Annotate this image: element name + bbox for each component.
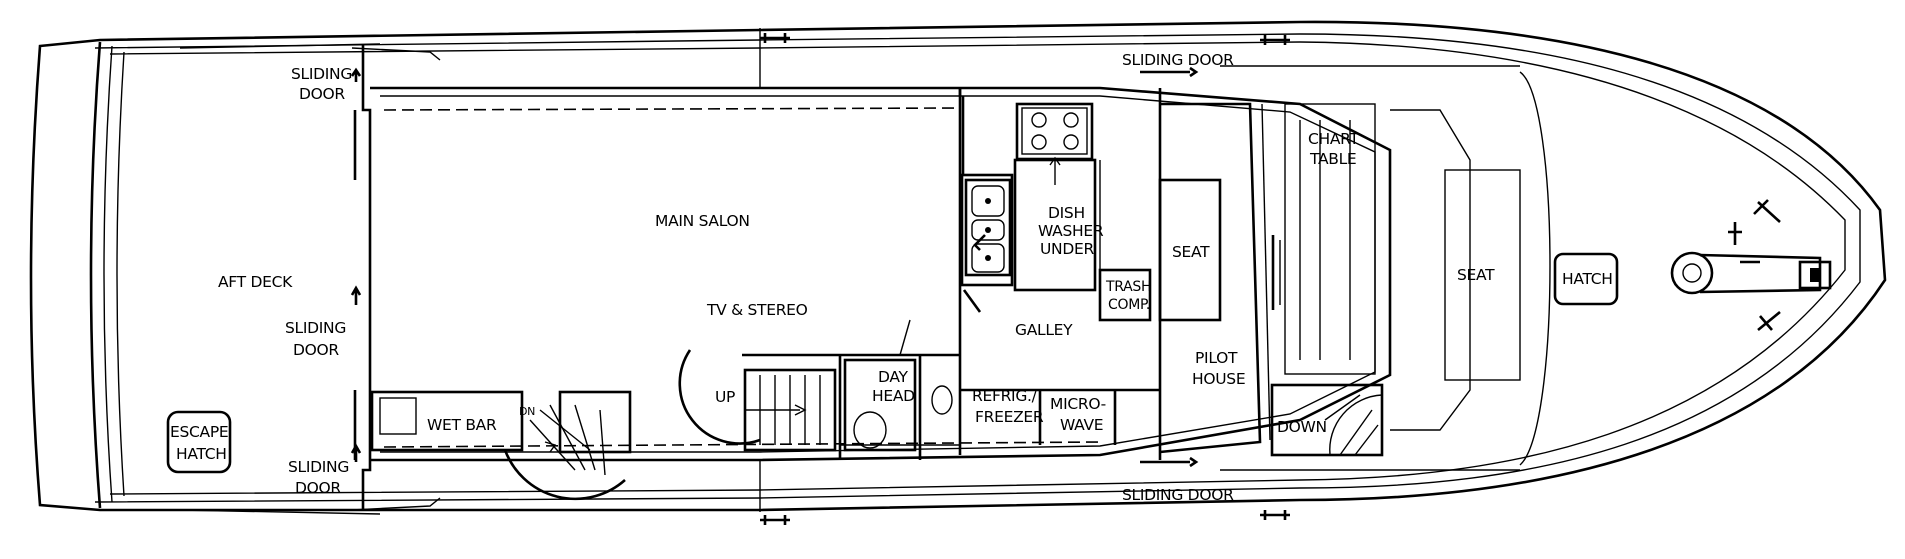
dish-washer-label-3: UNDER xyxy=(1040,240,1094,258)
chart-table-label-1: CHART xyxy=(1308,130,1360,148)
trash-comp-label-1: TRASH xyxy=(1105,279,1151,295)
pilot-house-label-2: HOUSE xyxy=(1192,370,1245,388)
sliding-door-top-aft-2: DOOR xyxy=(299,85,345,103)
down-label: DOWN xyxy=(1277,418,1327,436)
dish-washer-label-1: DISH xyxy=(1048,204,1085,222)
trash-comp-label-2: COMP. xyxy=(1108,297,1150,313)
wet-bar xyxy=(370,390,632,501)
escape-hatch-label-1: ESCAPE xyxy=(170,423,228,441)
pilot-seat-label: SEAT xyxy=(1172,243,1210,261)
sliding-door-bottom-aft-1: SLIDING xyxy=(288,458,349,476)
microwave-label-2: WAVE xyxy=(1060,416,1103,434)
cabin-walls xyxy=(179,43,1392,515)
dn-label: DN xyxy=(519,405,535,418)
deck-cleats xyxy=(760,33,1781,525)
sliding-door-mid-aft-1: SLIDING xyxy=(285,319,346,337)
day-head-label-1: DAY xyxy=(878,368,908,386)
escape-hatch-box xyxy=(166,410,232,474)
hatch-box xyxy=(1553,252,1619,306)
day-head xyxy=(843,319,953,452)
day-head-label-2: HEAD xyxy=(872,387,915,405)
sliding-door-bottom-pilot: SLIDING DOOR xyxy=(1122,486,1234,504)
chart-table-label-2: TABLE xyxy=(1309,150,1356,168)
sliding-door-mid-aft-2: DOOR xyxy=(293,341,339,359)
chart-table-area xyxy=(1284,103,1521,431)
interior-partitions xyxy=(742,88,1271,460)
refrig-label-2: FREEZER xyxy=(975,408,1044,426)
sliding-door-bottom-aft-2: DOOR xyxy=(295,479,341,497)
galley-label: GALLEY xyxy=(1015,321,1073,339)
wet-bar-label: WET BAR xyxy=(427,416,497,434)
bow-seat-label: SEAT xyxy=(1457,266,1495,284)
dish-washer-label-2: WASHER xyxy=(1038,222,1104,240)
galley-sink xyxy=(962,178,1012,313)
pilot-house-label-1: PILOT xyxy=(1195,349,1238,367)
microwave-label-1: MICRO- xyxy=(1050,395,1106,413)
sliding-door-top-pilot: SLIDING DOOR xyxy=(1122,51,1234,69)
tv-stereo-label: TV & STEREO xyxy=(706,301,808,319)
aft-deck-label: AFT DECK xyxy=(218,273,293,291)
refrig-label-1: REFRIG./ xyxy=(972,387,1038,405)
salon-stairs xyxy=(678,349,837,452)
up-label: UP xyxy=(715,388,735,406)
door-arrows xyxy=(350,66,1199,468)
anchor-windlass xyxy=(1670,251,1832,295)
escape-hatch-label-2: HATCH xyxy=(176,445,227,463)
hull-outline xyxy=(29,20,1887,512)
down-stairs xyxy=(1270,383,1384,457)
stove xyxy=(1021,107,1088,185)
main-salon-label: MAIN SALON xyxy=(655,212,750,230)
sliding-door-top-aft-1: SLIDING xyxy=(291,65,352,83)
hatch-label: HATCH xyxy=(1562,270,1613,288)
helm xyxy=(1271,235,1281,310)
